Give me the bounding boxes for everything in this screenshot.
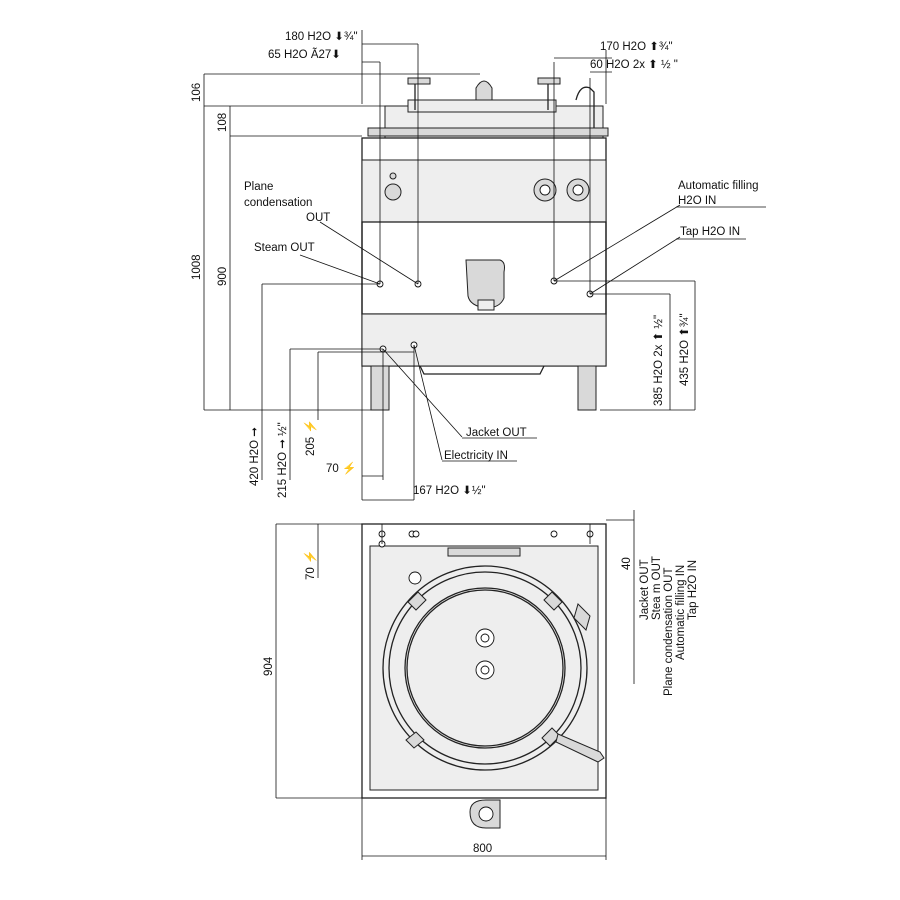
control-panel [361, 159, 607, 223]
dim-1008: 1008 [191, 254, 203, 280]
front-view: 180 H2O ⬇¾" 65 H2O Ã27⬇ 170 H2O ⬆¾" 60 H… [191, 30, 766, 501]
dim-205: 205 ⚡ [303, 419, 317, 456]
indicator-top [408, 571, 422, 585]
dim-904: 904 [263, 656, 275, 676]
dim-420-h2o: 420 H2O ➞ [249, 427, 261, 486]
dim-800: 800 [473, 843, 492, 855]
top-connection-points [378, 530, 594, 548]
top-back-rail [447, 547, 521, 557]
top-legend: Jacket OUT Stea m OUT Plane condensation… [639, 556, 699, 696]
label-electricity-in: Electricity IN [444, 450, 508, 462]
kettle-inner [404, 587, 566, 749]
tp-4 [412, 530, 420, 538]
extension-lines [203, 30, 766, 501]
clamp-tr [543, 591, 563, 611]
tilt-handle [555, 733, 605, 763]
dim-65-h2o: 65 H2O Ã27⬇ [268, 48, 341, 61]
dim-435-h2o: 435 H2O ⬆¾" [678, 313, 691, 386]
lid-knob-top-center [480, 633, 490, 643]
kettle-lid [406, 589, 564, 747]
legend-tap-in: Tap H2O IN [687, 560, 699, 620]
drain-tap [465, 259, 505, 309]
label-steam-out: Steam OUT [254, 242, 315, 254]
dim-106: 106 [191, 83, 203, 102]
dim-900: 900 [217, 267, 229, 286]
lid-handle-left [407, 77, 431, 110]
clamp-tl [407, 591, 427, 611]
label-auto-filling: Automatic filling [678, 180, 759, 192]
lid-rim [367, 127, 609, 137]
lid-plate [407, 99, 557, 113]
tap-top [573, 603, 591, 631]
legend-steam-out: Stea m OUT [651, 556, 663, 620]
kettle-rim [388, 571, 582, 765]
legend-plane-condensation: Plane condensation OUT [663, 568, 675, 697]
legend-auto-filling: Automatic filling IN [675, 565, 687, 660]
dim-40: 40 [621, 557, 633, 570]
dim-215-h2o: 215 H2O ➞ ½" [277, 422, 289, 498]
tp-5 [550, 530, 558, 538]
safety-valve [475, 80, 493, 101]
label-jacket-out: Jacket OUT [466, 427, 527, 439]
label-tap-in: Tap H2O IN [680, 226, 740, 238]
dim-70-top: 70 ⚡ [303, 550, 317, 580]
lid-handle-right [537, 77, 561, 110]
lid-knob-bottom-center [480, 665, 490, 675]
dim-385-h2o: 385 H2O 2x ⬆ ½" [652, 315, 665, 406]
label-plane: Plane [244, 181, 273, 193]
legend-jacket-out: Jacket OUT [639, 559, 651, 620]
drain-outlet [477, 299, 495, 311]
dim-180-h2o: 180 H2O ⬇¾" [285, 31, 358, 43]
knob-filling-1-center [539, 184, 551, 196]
drip-tray [419, 365, 545, 375]
top-outline [361, 523, 607, 799]
label-condensation: condensation [244, 197, 312, 209]
dim-70-front: 70 ⚡ [326, 461, 356, 475]
top-dims [275, 510, 635, 860]
knob-left [384, 183, 402, 201]
clamp-bl [405, 731, 425, 749]
leg-right [577, 365, 597, 411]
dim-60-h2o: 60 H2O 2x ⬆ ½ " [590, 58, 678, 71]
dim-167-h2o: 167 H2O ⬇½" [413, 485, 486, 497]
knob-filling-2-center [572, 184, 584, 196]
kettle-outer [382, 565, 588, 771]
lower-panel [361, 313, 607, 367]
leg-left [370, 365, 390, 411]
dim-170-h2o: 170 H2O ⬆¾" [600, 40, 673, 53]
drain-top-center [478, 806, 494, 822]
dim-108: 108 [217, 113, 229, 132]
indicator [389, 172, 397, 180]
label-plane-out: OUT [306, 212, 330, 224]
top-view: 40 70 ⚡ 904 800 Jacket OUT Stea m OUT Pl… [263, 510, 699, 860]
label-auto-filling-in: H2O IN [678, 195, 716, 207]
